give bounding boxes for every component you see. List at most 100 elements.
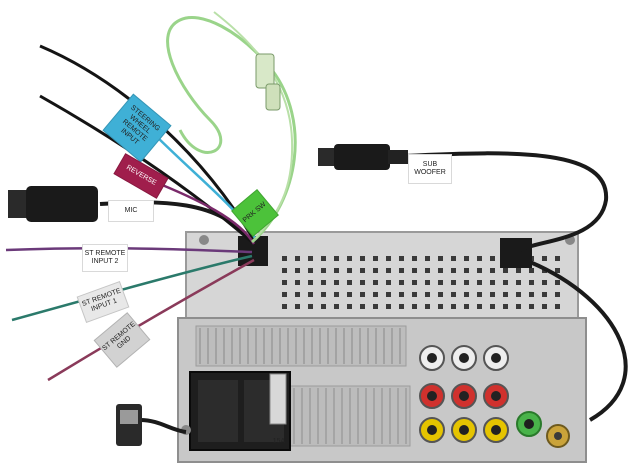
vent-hole [321, 256, 326, 261]
vent-hole [360, 256, 365, 261]
vent-hole [477, 292, 482, 297]
mic-jack-connector[interactable] [8, 186, 98, 222]
vent-hole [373, 256, 378, 261]
vent-hole [490, 256, 495, 261]
vent-hole [529, 292, 534, 297]
sub-woofer-rca-plug[interactable] [318, 144, 408, 170]
fuse-label: 15A [272, 438, 286, 445]
vent-hole [425, 292, 430, 297]
rca-jack[interactable] [419, 345, 445, 371]
antenna-jack-icon[interactable] [546, 424, 570, 448]
vent-hole [347, 292, 352, 297]
fuse-label-tag: 15A [270, 436, 288, 448]
vent-hole [308, 256, 313, 261]
vent-hole [464, 304, 469, 309]
vent-hole [373, 268, 378, 273]
vent-hole [542, 256, 547, 261]
vent-hole [282, 256, 287, 261]
vent-hole [295, 280, 300, 285]
rca-jack[interactable] [451, 417, 477, 443]
vent-hole [347, 256, 352, 261]
rca-jack[interactable] [451, 345, 477, 371]
lower-rib-lines [293, 388, 407, 444]
vent-hole [464, 256, 469, 261]
vent-hole [386, 268, 391, 273]
vent-hole [347, 280, 352, 285]
vent-hole [503, 280, 508, 285]
vent-hole [295, 292, 300, 297]
rca-jack[interactable] [419, 417, 445, 443]
wire-st-input-1 [11, 254, 253, 322]
vent-hole [386, 292, 391, 297]
vent-hole [295, 256, 300, 261]
vent-hole [555, 304, 560, 309]
vent-hole [412, 256, 417, 261]
vent-hole [282, 292, 287, 297]
rca-jack[interactable] [451, 383, 477, 409]
vent-hole [373, 280, 378, 285]
st-remote-input-2-tag: ST REMOTE INPUT 2 [82, 244, 128, 272]
wire-steering-blue [149, 129, 258, 241]
vent-hole [282, 304, 287, 309]
vent-hole [425, 256, 430, 261]
rca-jacks[interactable] [419, 345, 509, 443]
vent-hole [438, 268, 443, 273]
vent-hole [464, 268, 469, 273]
mic-tag: MIC [108, 200, 154, 222]
vent-hole [542, 304, 547, 309]
vent-hole [295, 268, 300, 273]
wire-st-gnd [47, 258, 255, 382]
vent-hole [438, 280, 443, 285]
green-jack[interactable] [516, 411, 542, 437]
vent-hole [334, 292, 339, 297]
vent-hole [282, 280, 287, 285]
vent-hole [438, 292, 443, 297]
vent-hole [308, 292, 313, 297]
vent-hole [386, 256, 391, 261]
inline-fuse-holder[interactable] [255, 53, 281, 111]
vent-hole [360, 280, 365, 285]
rca-jack[interactable] [483, 383, 509, 409]
vent-hole [412, 304, 417, 309]
vent-hole [360, 304, 365, 309]
vent-hole [399, 292, 404, 297]
vent-hole [282, 268, 287, 273]
mic-label: MIC [124, 207, 138, 214]
vent-hole [347, 304, 352, 309]
vent-hole [451, 268, 456, 273]
vent-hole [451, 292, 456, 297]
rca-jack[interactable] [419, 383, 445, 409]
usb-connector-icon[interactable] [116, 404, 187, 446]
vent-hole [451, 256, 456, 261]
right-long-cable [529, 260, 628, 422]
vent-hole [399, 280, 404, 285]
vent-hole [529, 280, 534, 285]
vent-hole [360, 292, 365, 297]
vent-hole [477, 268, 482, 273]
rca-jack[interactable] [483, 345, 509, 371]
rca-jack[interactable] [483, 417, 509, 443]
vent-hole [334, 256, 339, 261]
vent-hole [308, 304, 313, 309]
vent-hole [321, 268, 326, 273]
vent-hole [308, 280, 313, 285]
vent-hole [477, 256, 482, 261]
iso-harness-connector-icon[interactable] [189, 371, 291, 451]
vent-hole [438, 304, 443, 309]
vent-hole [334, 280, 339, 285]
vent-hole [425, 268, 430, 273]
vent-hole [308, 268, 313, 273]
vent-hole [555, 292, 560, 297]
sub-woofer-label: SUB WOOFER [414, 161, 446, 176]
vent-hole [555, 280, 560, 285]
vent-hole [360, 268, 365, 273]
vent-hole [399, 268, 404, 273]
vent-hole [490, 268, 495, 273]
vent-hole [412, 268, 417, 273]
vent-hole [334, 304, 339, 309]
vent-hole [425, 304, 430, 309]
vent-hole [555, 256, 560, 261]
vent-hole [490, 280, 495, 285]
